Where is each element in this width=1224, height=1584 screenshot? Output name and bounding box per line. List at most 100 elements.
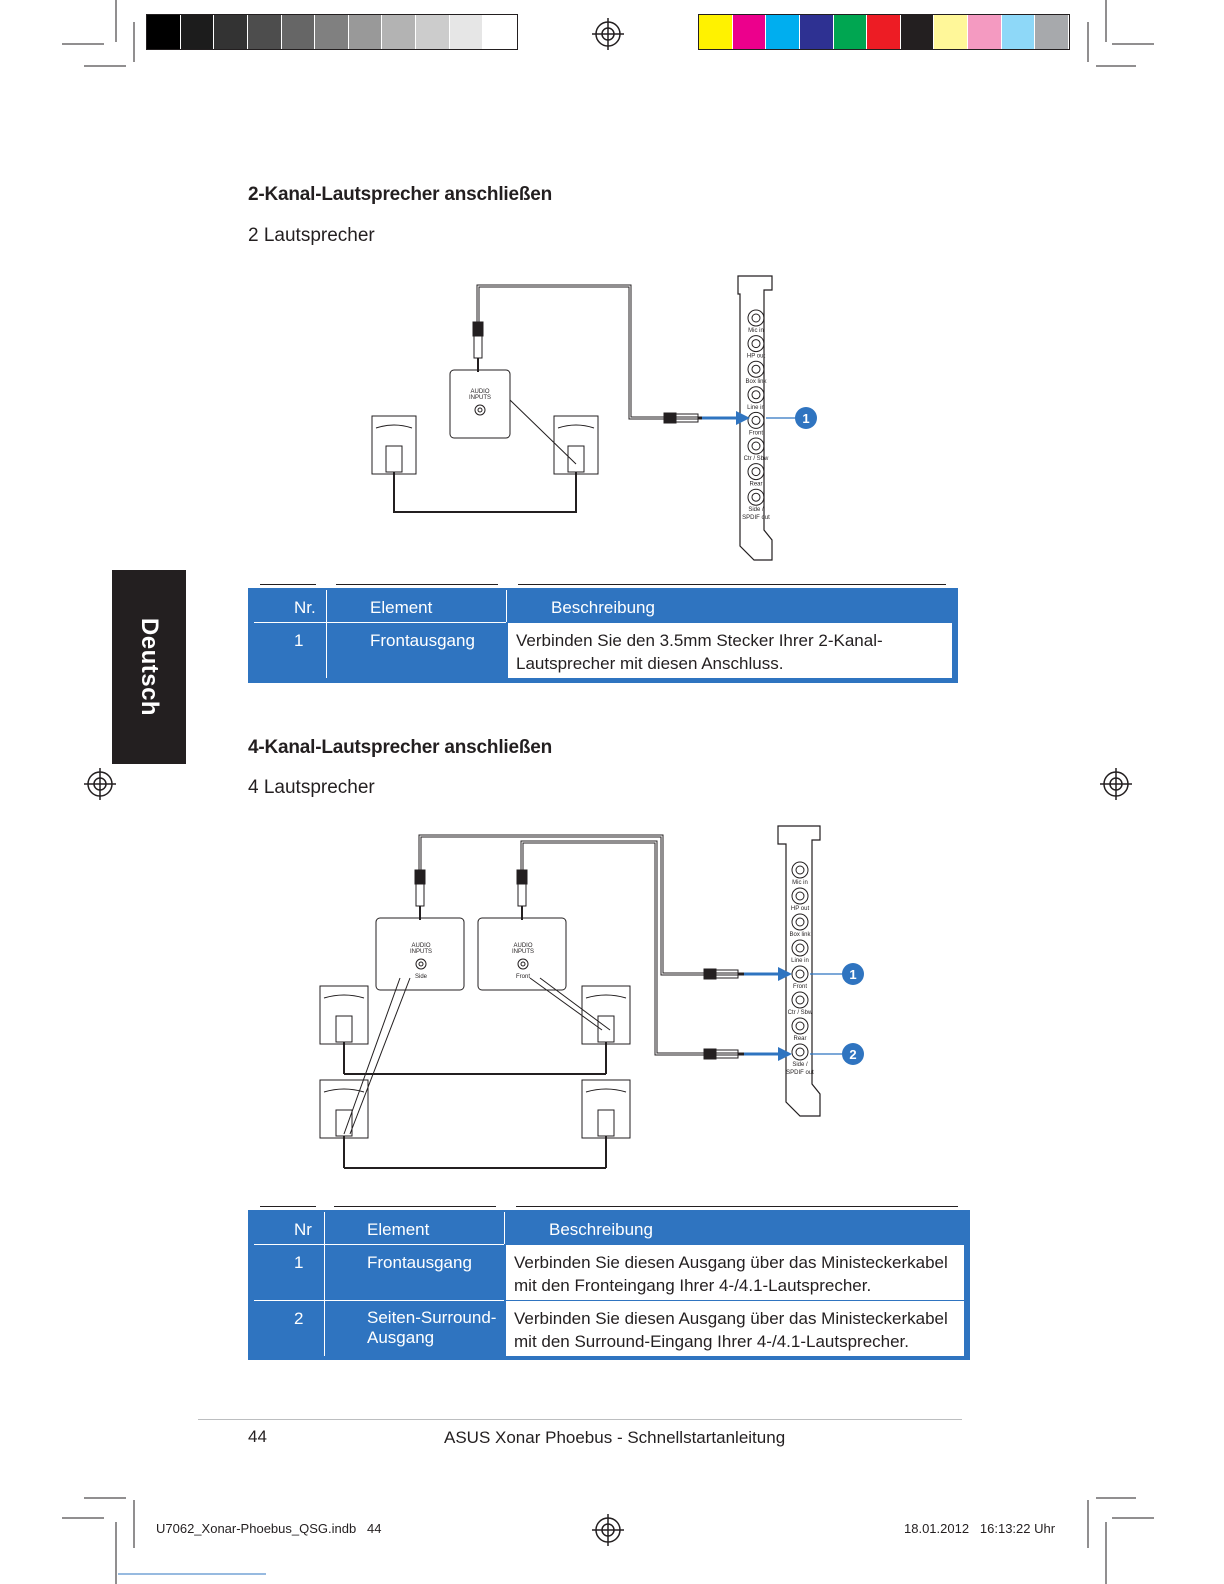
audio-jack-icon bbox=[751, 467, 761, 477]
gray-swatch bbox=[214, 15, 248, 49]
jack-label: Mic in bbox=[792, 880, 808, 886]
table2-header-element: Element bbox=[367, 1220, 430, 1239]
gray-swatch bbox=[382, 15, 417, 49]
audio-jack-icon bbox=[747, 335, 765, 353]
slug-file: U7062_Xonar-Phoebus_QSG.indb 44 bbox=[156, 1521, 382, 1536]
audio-jack-icon bbox=[795, 995, 805, 1005]
table2-row1-element: Frontausgang bbox=[367, 1253, 472, 1272]
jack-label: HP out bbox=[791, 906, 810, 912]
audio-jack-icon bbox=[751, 415, 761, 425]
section1-subtitle: 2 Lautsprecher bbox=[248, 225, 375, 246]
jack-label: Front bbox=[793, 984, 807, 990]
section2-title: 4-Kanal-Lautsprecher anschließen bbox=[248, 737, 553, 758]
gray-swatch bbox=[315, 15, 349, 49]
grayscale-registration-bar bbox=[146, 14, 518, 50]
language-tab: Deutsch bbox=[112, 570, 186, 764]
table2-header-desc: Beschreibung bbox=[549, 1220, 653, 1239]
color-swatch bbox=[900, 15, 935, 49]
color-swatch bbox=[699, 15, 733, 49]
audio-jack-icon bbox=[747, 437, 765, 455]
gray-swatch bbox=[483, 15, 518, 49]
box-side-label: Side bbox=[415, 974, 428, 980]
jack-label: HP out bbox=[747, 354, 766, 360]
audio-jack-icon bbox=[791, 991, 809, 1009]
jack-label: Side / bbox=[748, 507, 764, 513]
gray-swatch bbox=[180, 15, 215, 49]
audio-jack-icon bbox=[747, 309, 765, 327]
jack-label: SPDIF out bbox=[786, 1070, 814, 1076]
page-number: 44 bbox=[248, 1427, 267, 1446]
document-title: ASUS Xonar Phoebus - Schnellstartanleitu… bbox=[444, 1428, 786, 1447]
jack-label: Ctr / Sbw bbox=[788, 1010, 813, 1016]
jack-label: Side / bbox=[792, 1062, 808, 1068]
audio-jack-icon bbox=[747, 360, 765, 378]
audio-jack-icon bbox=[795, 865, 805, 875]
table1-header-element: Element bbox=[370, 598, 433, 617]
audio-inputs-side-label: INPUTS bbox=[410, 949, 432, 955]
table1-row1-nr: 1 bbox=[294, 631, 304, 650]
audio-jack-icon bbox=[795, 1021, 805, 1031]
audio-jack-icon bbox=[751, 313, 761, 323]
audio-jack-icon bbox=[747, 386, 765, 404]
table1-header-nr: Nr. bbox=[294, 598, 316, 617]
audio-jack-icon bbox=[751, 364, 761, 374]
callout-1-icon bbox=[795, 407, 817, 429]
callout-1-label: 1 bbox=[802, 411, 809, 426]
table2-row2-element: Seiten-Surround-Ausgang bbox=[367, 1308, 497, 1347]
jack-label: Rear bbox=[749, 482, 762, 488]
gray-swatch bbox=[247, 15, 282, 49]
audio-inputs-front-label: INPUTS bbox=[512, 949, 534, 955]
jack-label: Rear bbox=[793, 1036, 806, 1042]
jack-label: SPDIF out bbox=[742, 515, 770, 521]
color-swatch bbox=[833, 15, 868, 49]
audio-jack-icon bbox=[751, 390, 761, 400]
language-tab-label: Deutsch bbox=[136, 617, 163, 717]
table2-row2-desc: Verbinden Sie diesen Ausgang über das Mi… bbox=[506, 1301, 964, 1356]
audio-jack-icon bbox=[791, 939, 809, 957]
registration-target-icon bbox=[84, 768, 116, 800]
registration-target-icon bbox=[592, 18, 624, 50]
callout-2-label: 2 bbox=[849, 1047, 856, 1062]
audio-jack-icon bbox=[791, 1017, 809, 1035]
audio-inputs-side-label: AUDIO bbox=[411, 943, 430, 949]
audio-jack-icon bbox=[791, 965, 809, 983]
audio-jack-icon bbox=[795, 969, 805, 979]
color-swatch bbox=[968, 15, 1002, 49]
jack-label: Box link bbox=[789, 932, 811, 938]
audio-inputs-label: INPUTS bbox=[469, 395, 491, 401]
slug-date: 18.01.2012 16:13:22 Uhr bbox=[904, 1521, 1056, 1536]
audio-jack-icon bbox=[795, 891, 805, 901]
table2-row1-desc: Verbinden Sie diesen Ausgang über das Mi… bbox=[506, 1245, 964, 1300]
audio-jack-icon bbox=[791, 913, 809, 931]
color-swatch bbox=[799, 15, 834, 49]
box-front-label: Front bbox=[516, 974, 530, 980]
jack-label: Mic in bbox=[748, 328, 764, 334]
audio-jack-icon bbox=[751, 441, 761, 451]
table1-row1-desc: Verbinden Sie den 3.5mm Stecker Ihrer 2-… bbox=[508, 623, 952, 678]
callout-1-label: 1 bbox=[849, 967, 856, 982]
gray-swatch bbox=[147, 15, 181, 49]
section2-subtitle: 4 Lautsprecher bbox=[248, 777, 375, 798]
color-swatch bbox=[867, 15, 901, 49]
table2-row2-nr: 2 bbox=[294, 1309, 304, 1328]
gray-swatch bbox=[416, 15, 450, 49]
registration-target-icon bbox=[1100, 768, 1132, 800]
gray-swatch bbox=[281, 15, 316, 49]
jack-label: Line in bbox=[747, 405, 765, 411]
audio-jack-icon bbox=[747, 488, 765, 506]
color-registration-bar bbox=[698, 14, 1070, 50]
audio-inputs-front-label: AUDIO bbox=[513, 943, 532, 949]
callout-2-icon bbox=[842, 1043, 864, 1065]
section1-title: 2-Kanal-Lautsprecher anschließen bbox=[248, 184, 553, 205]
registration-target-icon bbox=[592, 1514, 624, 1546]
gray-swatch bbox=[348, 15, 383, 49]
table1-row1-element: Frontausgang bbox=[370, 631, 475, 650]
color-swatch bbox=[766, 15, 800, 49]
audio-inputs-label: AUDIO bbox=[470, 389, 489, 395]
table2-header-nr: Nr bbox=[294, 1220, 312, 1239]
audio-jack-icon bbox=[791, 1043, 809, 1061]
audio-jack-icon bbox=[795, 917, 805, 927]
gray-swatch bbox=[449, 15, 484, 49]
